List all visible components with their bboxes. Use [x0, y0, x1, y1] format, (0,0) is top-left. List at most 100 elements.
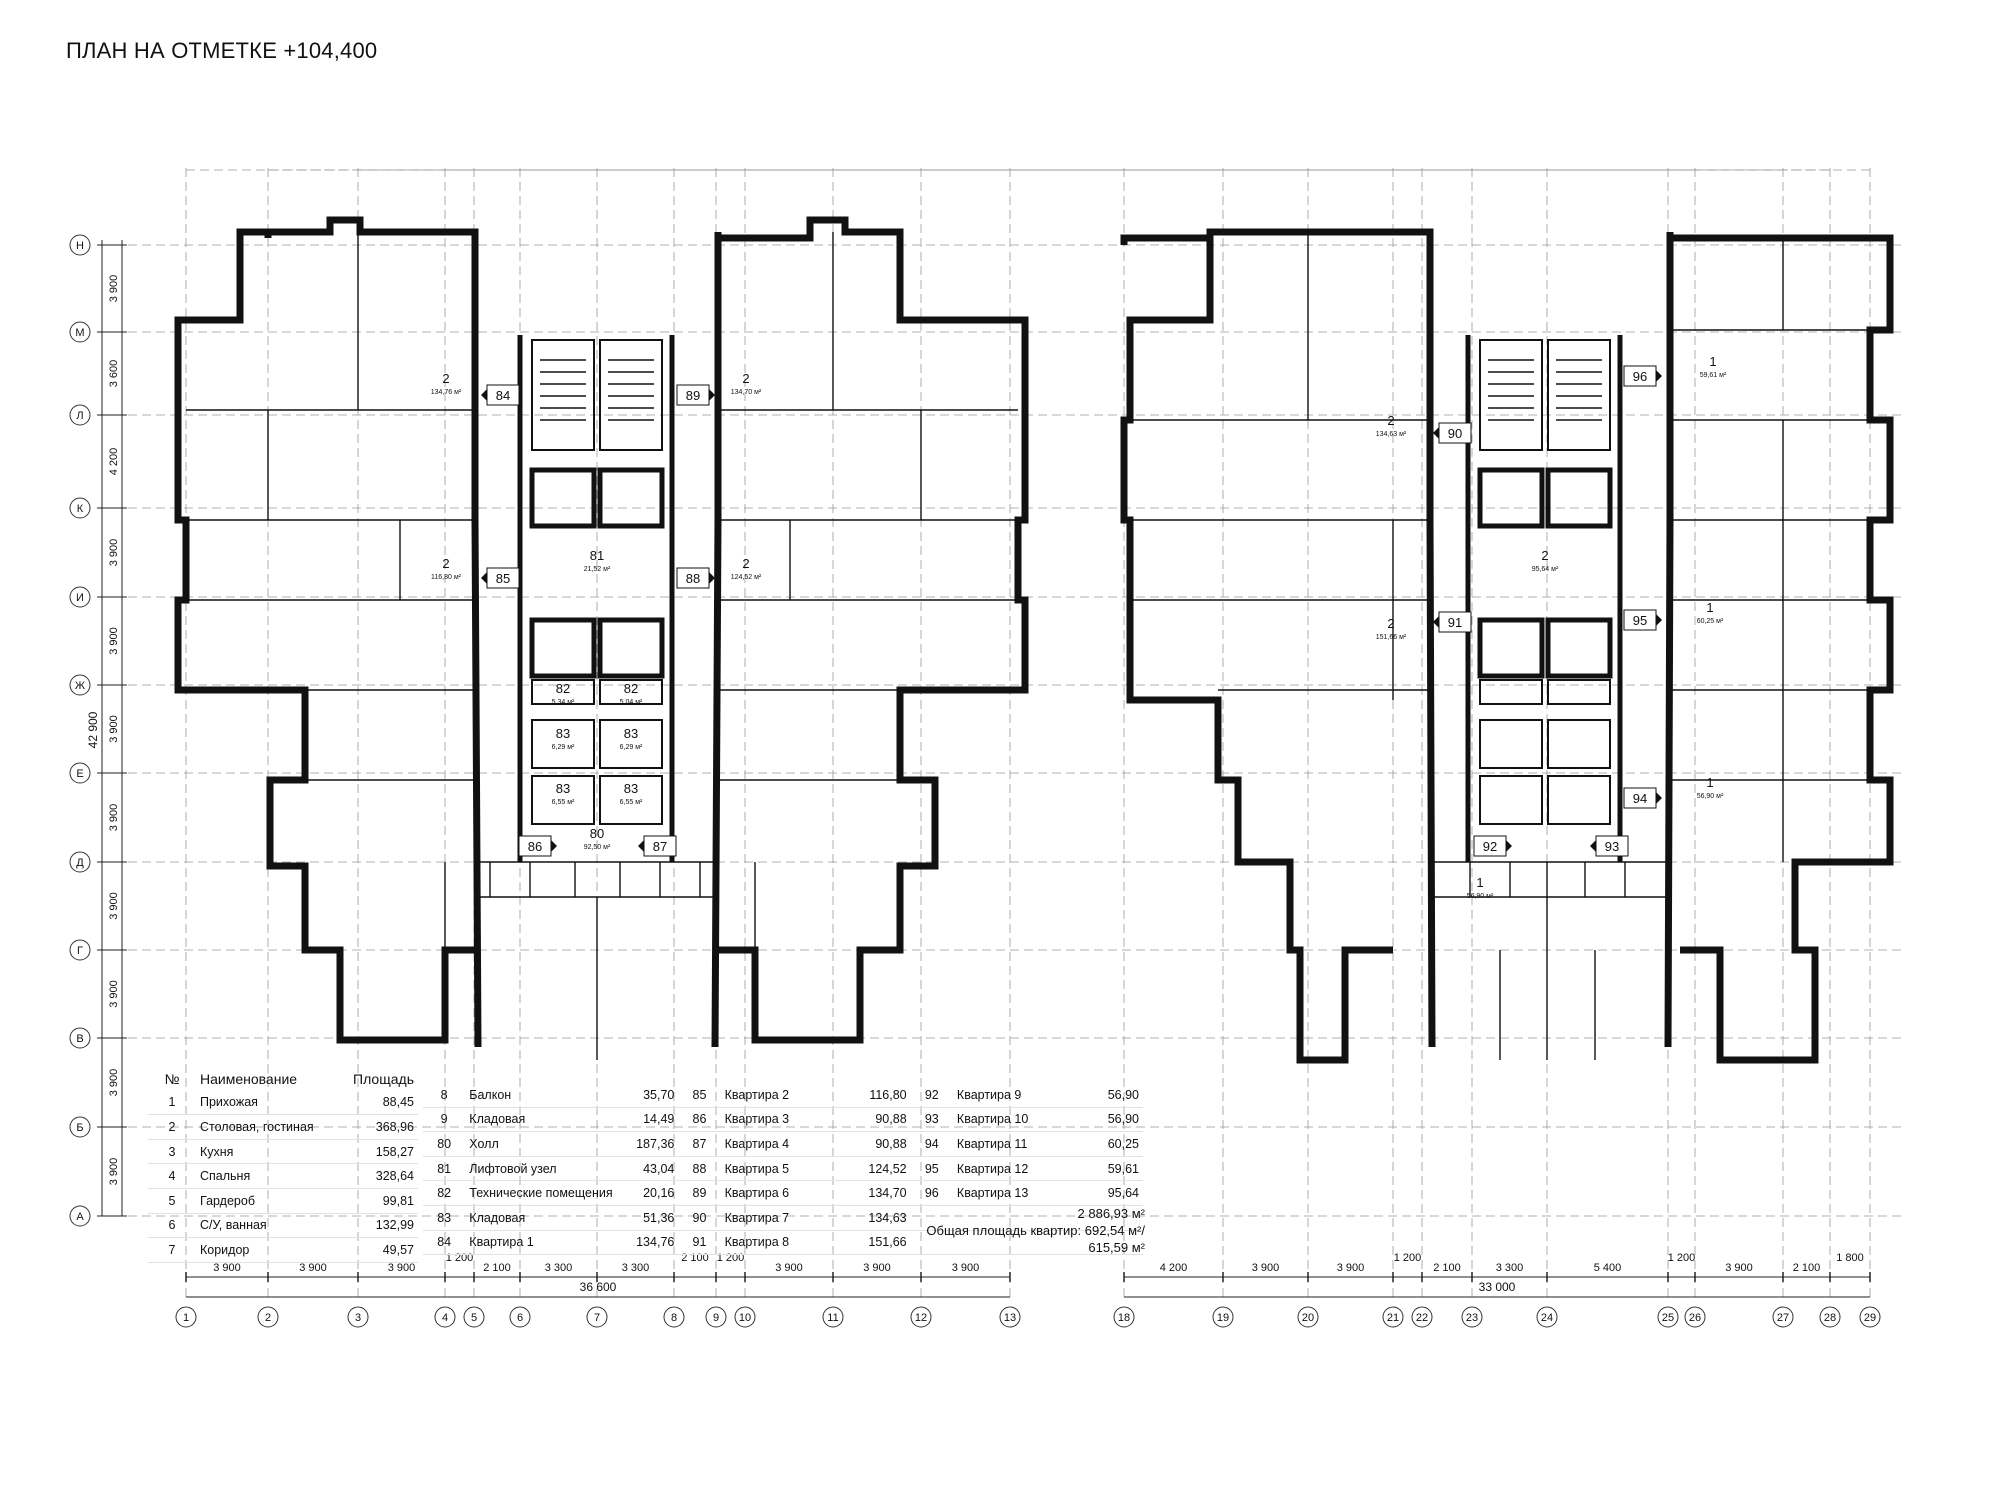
room-number: 80: [590, 826, 604, 841]
col-axis-label: 24: [1541, 1312, 1553, 1324]
col-dim-left-label: 3 300: [545, 1262, 573, 1274]
col-axis-label: 3: [355, 1312, 361, 1324]
col-dim-right-label: 5 400: [1594, 1262, 1622, 1274]
legend-cell-area: 51,36: [616, 1205, 679, 1231]
row-axis-marker: [69, 321, 91, 343]
row-spacing-label: 3 900: [108, 980, 120, 1008]
col-dim-right-label: 2 100: [1433, 1262, 1461, 1274]
row-axis-label: В: [76, 1033, 83, 1045]
room-outline: [1479, 339, 1543, 451]
legend-cell-num: 93: [910, 1107, 953, 1133]
room-number: 1: [1706, 600, 1713, 615]
room-area: 5,04 м²: [620, 699, 643, 706]
row-axis-marker: [69, 234, 91, 256]
col-axis-marker: [1113, 1306, 1135, 1328]
row-axis-label: Л: [76, 410, 83, 422]
row-spacing-label: 3 900: [108, 539, 120, 567]
col-dim-left-label: 3 900: [863, 1262, 891, 1274]
legend-cell-area: 124,52: [848, 1156, 911, 1182]
apartment-tag-label: 88: [686, 571, 700, 586]
col-axis-marker: [663, 1306, 685, 1328]
room-number: 1: [1476, 875, 1483, 890]
legend-cell-num: 2: [148, 1114, 196, 1140]
col-dim-left-label: 3 900: [213, 1262, 241, 1274]
row-axis-label: М: [75, 327, 84, 339]
col-dim-right-label: 4 200: [1160, 1262, 1188, 1274]
col-axis-marker: [257, 1306, 279, 1328]
legend-cell-name: Квартира 2: [720, 1083, 849, 1108]
room-area: 5,34 м²: [552, 699, 575, 706]
room-area: 134,63 м²: [1376, 431, 1407, 438]
legend-cell-name: Квартира 4: [720, 1131, 849, 1157]
legend-cell-area: 88,45: [349, 1090, 418, 1116]
col-axis-marker: [1819, 1306, 1841, 1328]
room-outline: [1547, 719, 1611, 769]
legend-cell-name: Кухня: [196, 1139, 350, 1165]
col-dim-right-label: 3 900: [1252, 1262, 1280, 1274]
col-axis-label: 20: [1302, 1312, 1314, 1324]
exterior-wall: [711, 232, 722, 1048]
col-axis-label: 5: [471, 1312, 477, 1324]
apartment-tag-arrow: [1656, 614, 1662, 626]
row-axis-marker: [69, 762, 91, 784]
legend-cell-num: 89: [678, 1180, 721, 1206]
legend-cell-num: 5: [148, 1188, 196, 1214]
col-axis-label: 26: [1689, 1312, 1701, 1324]
row-axis-label: Г: [77, 945, 83, 957]
legend-cell-area: 99,81: [349, 1188, 418, 1214]
legend-cell-name: Квартира 8: [720, 1230, 849, 1256]
exterior-wall: [714, 216, 1029, 1044]
col-axis-marker: [1411, 1306, 1433, 1328]
exterior-wall: [1120, 232, 1393, 1064]
apartment-tag-arrow: [1590, 840, 1596, 852]
legend-cell-num: 4: [148, 1163, 196, 1189]
col-dim-left-label: 3 300: [622, 1262, 650, 1274]
col-axis-marker: [509, 1306, 531, 1328]
legend-cell-num: 91: [678, 1230, 721, 1256]
legend-cell-num: 85: [678, 1083, 721, 1108]
row-axis-label: К: [77, 503, 84, 515]
room-number: 83: [556, 781, 570, 796]
col-dim-left-label: 2 100: [681, 1252, 709, 1264]
apartment-tag-arrow: [481, 389, 487, 401]
legend-cell-area: 59,61: [1081, 1156, 1143, 1182]
legend-cell-area: 60,25: [1081, 1131, 1143, 1157]
legend-cell-num: 90: [678, 1205, 721, 1231]
col-dim-left-label: 2 100: [483, 1262, 511, 1274]
row-axis-marker: [69, 1205, 91, 1227]
room-number: 83: [556, 726, 570, 741]
room-number: 82: [556, 681, 570, 696]
room-area: 56,90 м²: [1467, 893, 1494, 900]
apartment-tag-arrow: [1433, 616, 1439, 628]
legend-cell-name: [952, 1205, 1082, 1231]
room-outline: [1479, 719, 1543, 769]
room-number: 2: [442, 371, 449, 386]
col-axis-marker: [434, 1306, 456, 1328]
legend-cell-area: [1081, 1230, 1143, 1256]
row-spacing-label: 3 900: [108, 715, 120, 743]
exterior-wall: [1664, 232, 1674, 1048]
legend-cell-num: 8: [423, 1083, 466, 1108]
room-number: 1: [1706, 775, 1713, 790]
room-outline: [599, 719, 663, 769]
legend-cell-area: 116,80: [848, 1083, 911, 1108]
apartment-tag-label: 96: [1633, 369, 1647, 384]
col-axis-label: 22: [1416, 1312, 1428, 1324]
legend-header-num: №: [164, 1070, 180, 1087]
row-spacing-label: 3 600: [108, 360, 120, 388]
legend-cell-name: Квартира 11: [952, 1131, 1082, 1157]
col-axis-label: 6: [517, 1312, 523, 1324]
row-axis-marker: [69, 586, 91, 608]
col-axis-label: 27: [1777, 1312, 1789, 1324]
col-axis-label: 10: [739, 1312, 751, 1324]
room-area: 21,52 м²: [584, 566, 611, 573]
row-axis-label: Ж: [75, 680, 85, 692]
legend-cell-name: Холл: [465, 1131, 617, 1157]
legend-cell-area: 134,76: [616, 1230, 679, 1256]
